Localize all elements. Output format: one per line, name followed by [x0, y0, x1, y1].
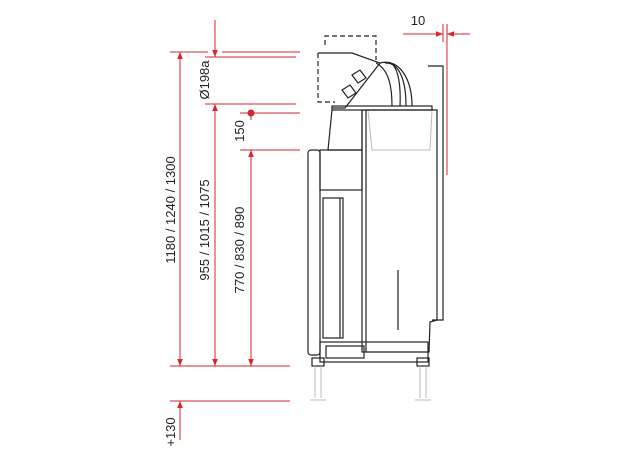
flue-connector-outline: [317, 53, 335, 103]
back-panel: [428, 65, 444, 321]
total-height-label: 1180 / 1240 / 1300: [163, 156, 178, 263]
adjustable-feet: [310, 357, 431, 401]
front-door-frame: [307, 149, 321, 356]
dimension-lines: [170, 20, 470, 440]
flue-diameter-label: Ø198a: [197, 60, 212, 100]
air-inlet-label: 150: [232, 120, 247, 142]
door-glass: [322, 197, 344, 339]
leg-extension-label: +130: [163, 417, 178, 446]
offset-label: 10: [411, 13, 425, 28]
flue-height-label: 955 / 1015 / 1075: [197, 179, 212, 280]
inlet-height-label: 770 / 830 / 890: [232, 207, 247, 294]
stove-side-view: [307, 35, 444, 401]
